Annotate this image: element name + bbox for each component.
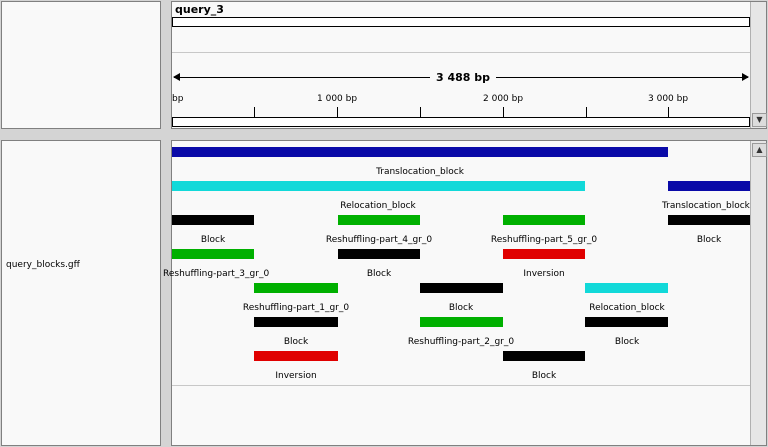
feature-black-bar[interactable] xyxy=(668,215,750,225)
track-left-panel: query_blocks.gff xyxy=(1,140,161,446)
arrow-right-icon xyxy=(742,73,749,81)
feature-label: Relocation_block xyxy=(589,303,665,313)
tick-label-2000: 2 000 bp xyxy=(483,94,524,104)
divider xyxy=(172,52,750,53)
feature-label: Block xyxy=(696,235,722,245)
feature-green-bar[interactable] xyxy=(338,215,420,225)
feature-green-bar[interactable] xyxy=(254,283,338,293)
track-view-panel: ▲ xyxy=(171,140,767,446)
feature-label: Block xyxy=(283,337,309,347)
sequence-name: query_3 xyxy=(175,3,224,16)
feature-label: Block xyxy=(448,303,474,313)
feature-label: Inversion xyxy=(523,269,565,279)
feature-label: Relocation_block xyxy=(340,201,416,211)
feature-navy-bar[interactable] xyxy=(172,147,668,157)
feature-cyan-bar[interactable] xyxy=(585,283,668,293)
feature-black-bar[interactable] xyxy=(420,283,503,293)
feature-green-bar[interactable] xyxy=(420,317,503,327)
tick-major xyxy=(337,107,338,117)
feature-label: Reshuffling-part_1_gr_0 xyxy=(242,303,350,313)
feature-cyan-bar[interactable] xyxy=(172,181,585,191)
feature-black-bar[interactable] xyxy=(338,249,420,259)
tick-major xyxy=(668,107,669,117)
feature-label-clip: Reshuffling-part_3_gr_0 xyxy=(163,269,292,281)
feature-label: Translocation_block xyxy=(376,167,464,177)
feature-label: Inversion xyxy=(275,371,317,381)
sequence-bar xyxy=(172,17,750,27)
tick-minor xyxy=(254,107,255,117)
feature-navy-bar[interactable] xyxy=(668,181,750,191)
tick-minor xyxy=(586,107,587,117)
feature-red-bar[interactable] xyxy=(254,351,338,361)
feature-label: Reshuffling-part_4_gr_0 xyxy=(325,235,433,245)
header-scrollbar[interactable]: ▼ xyxy=(750,2,767,128)
feature-label: Reshuffling-part_3_gr_0 xyxy=(163,269,270,279)
feature-green-bar[interactable] xyxy=(172,249,254,259)
feature-label: Reshuffling-part_5_gr_0 xyxy=(490,235,598,245)
scroll-down-icon[interactable]: ▼ xyxy=(752,113,767,127)
feature-label: Translocation_block xyxy=(662,201,750,211)
feature-black-bar[interactable] xyxy=(254,317,338,327)
feature-label: Block xyxy=(531,371,557,381)
tick-label-1000: 1 000 bp xyxy=(317,94,358,104)
tick-label-0: bp xyxy=(172,94,184,104)
length-label: 3 488 bp xyxy=(430,71,497,84)
feature-label: Block xyxy=(200,235,226,245)
tick-label-3000: 3 000 bp xyxy=(648,94,689,104)
feature-red-bar[interactable] xyxy=(503,249,585,259)
tick-minor xyxy=(420,107,421,117)
feature-label: Reshuffling-part_2_gr_0 xyxy=(407,337,515,347)
arrow-left-icon xyxy=(173,73,180,81)
feature-label: Block xyxy=(366,269,392,279)
track-scrollbar[interactable]: ▲ xyxy=(750,141,767,445)
track-bottom-line xyxy=(172,385,750,386)
header-ruler-panel: query_3 3 488 bp bp 1 000 bp 2 000 bp 3 … xyxy=(171,1,767,129)
feature-black-bar[interactable] xyxy=(503,351,585,361)
tick-major xyxy=(503,107,504,117)
feature-black-bar[interactable] xyxy=(585,317,668,327)
track-name: query_blocks.gff xyxy=(6,260,80,270)
feature-label: Block xyxy=(614,337,640,347)
scroll-up-icon[interactable]: ▲ xyxy=(752,143,767,157)
feature-green-bar[interactable] xyxy=(503,215,585,225)
header-left-panel xyxy=(1,1,161,129)
feature-black-bar[interactable] xyxy=(172,215,254,225)
ruler-base-bar xyxy=(172,117,750,127)
